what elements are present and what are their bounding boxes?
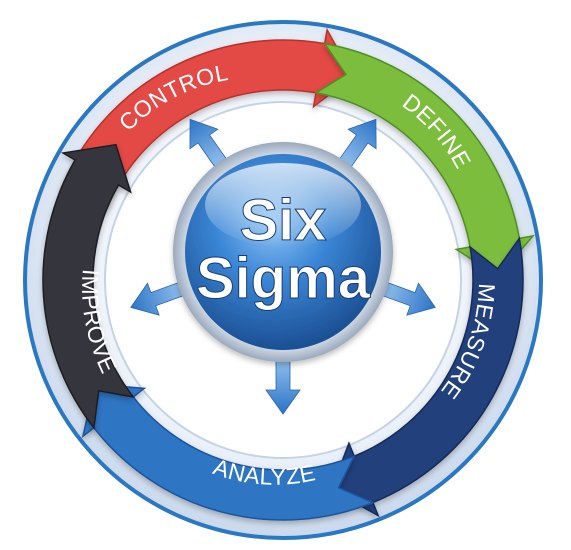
- center-hub: [173, 142, 393, 362]
- cycle-segments: [42, 27, 536, 521]
- hub-title-line2: Sigma: [196, 246, 371, 311]
- hub-title-line1: Six: [239, 188, 326, 253]
- segment-arrow-improve: [42, 143, 136, 430]
